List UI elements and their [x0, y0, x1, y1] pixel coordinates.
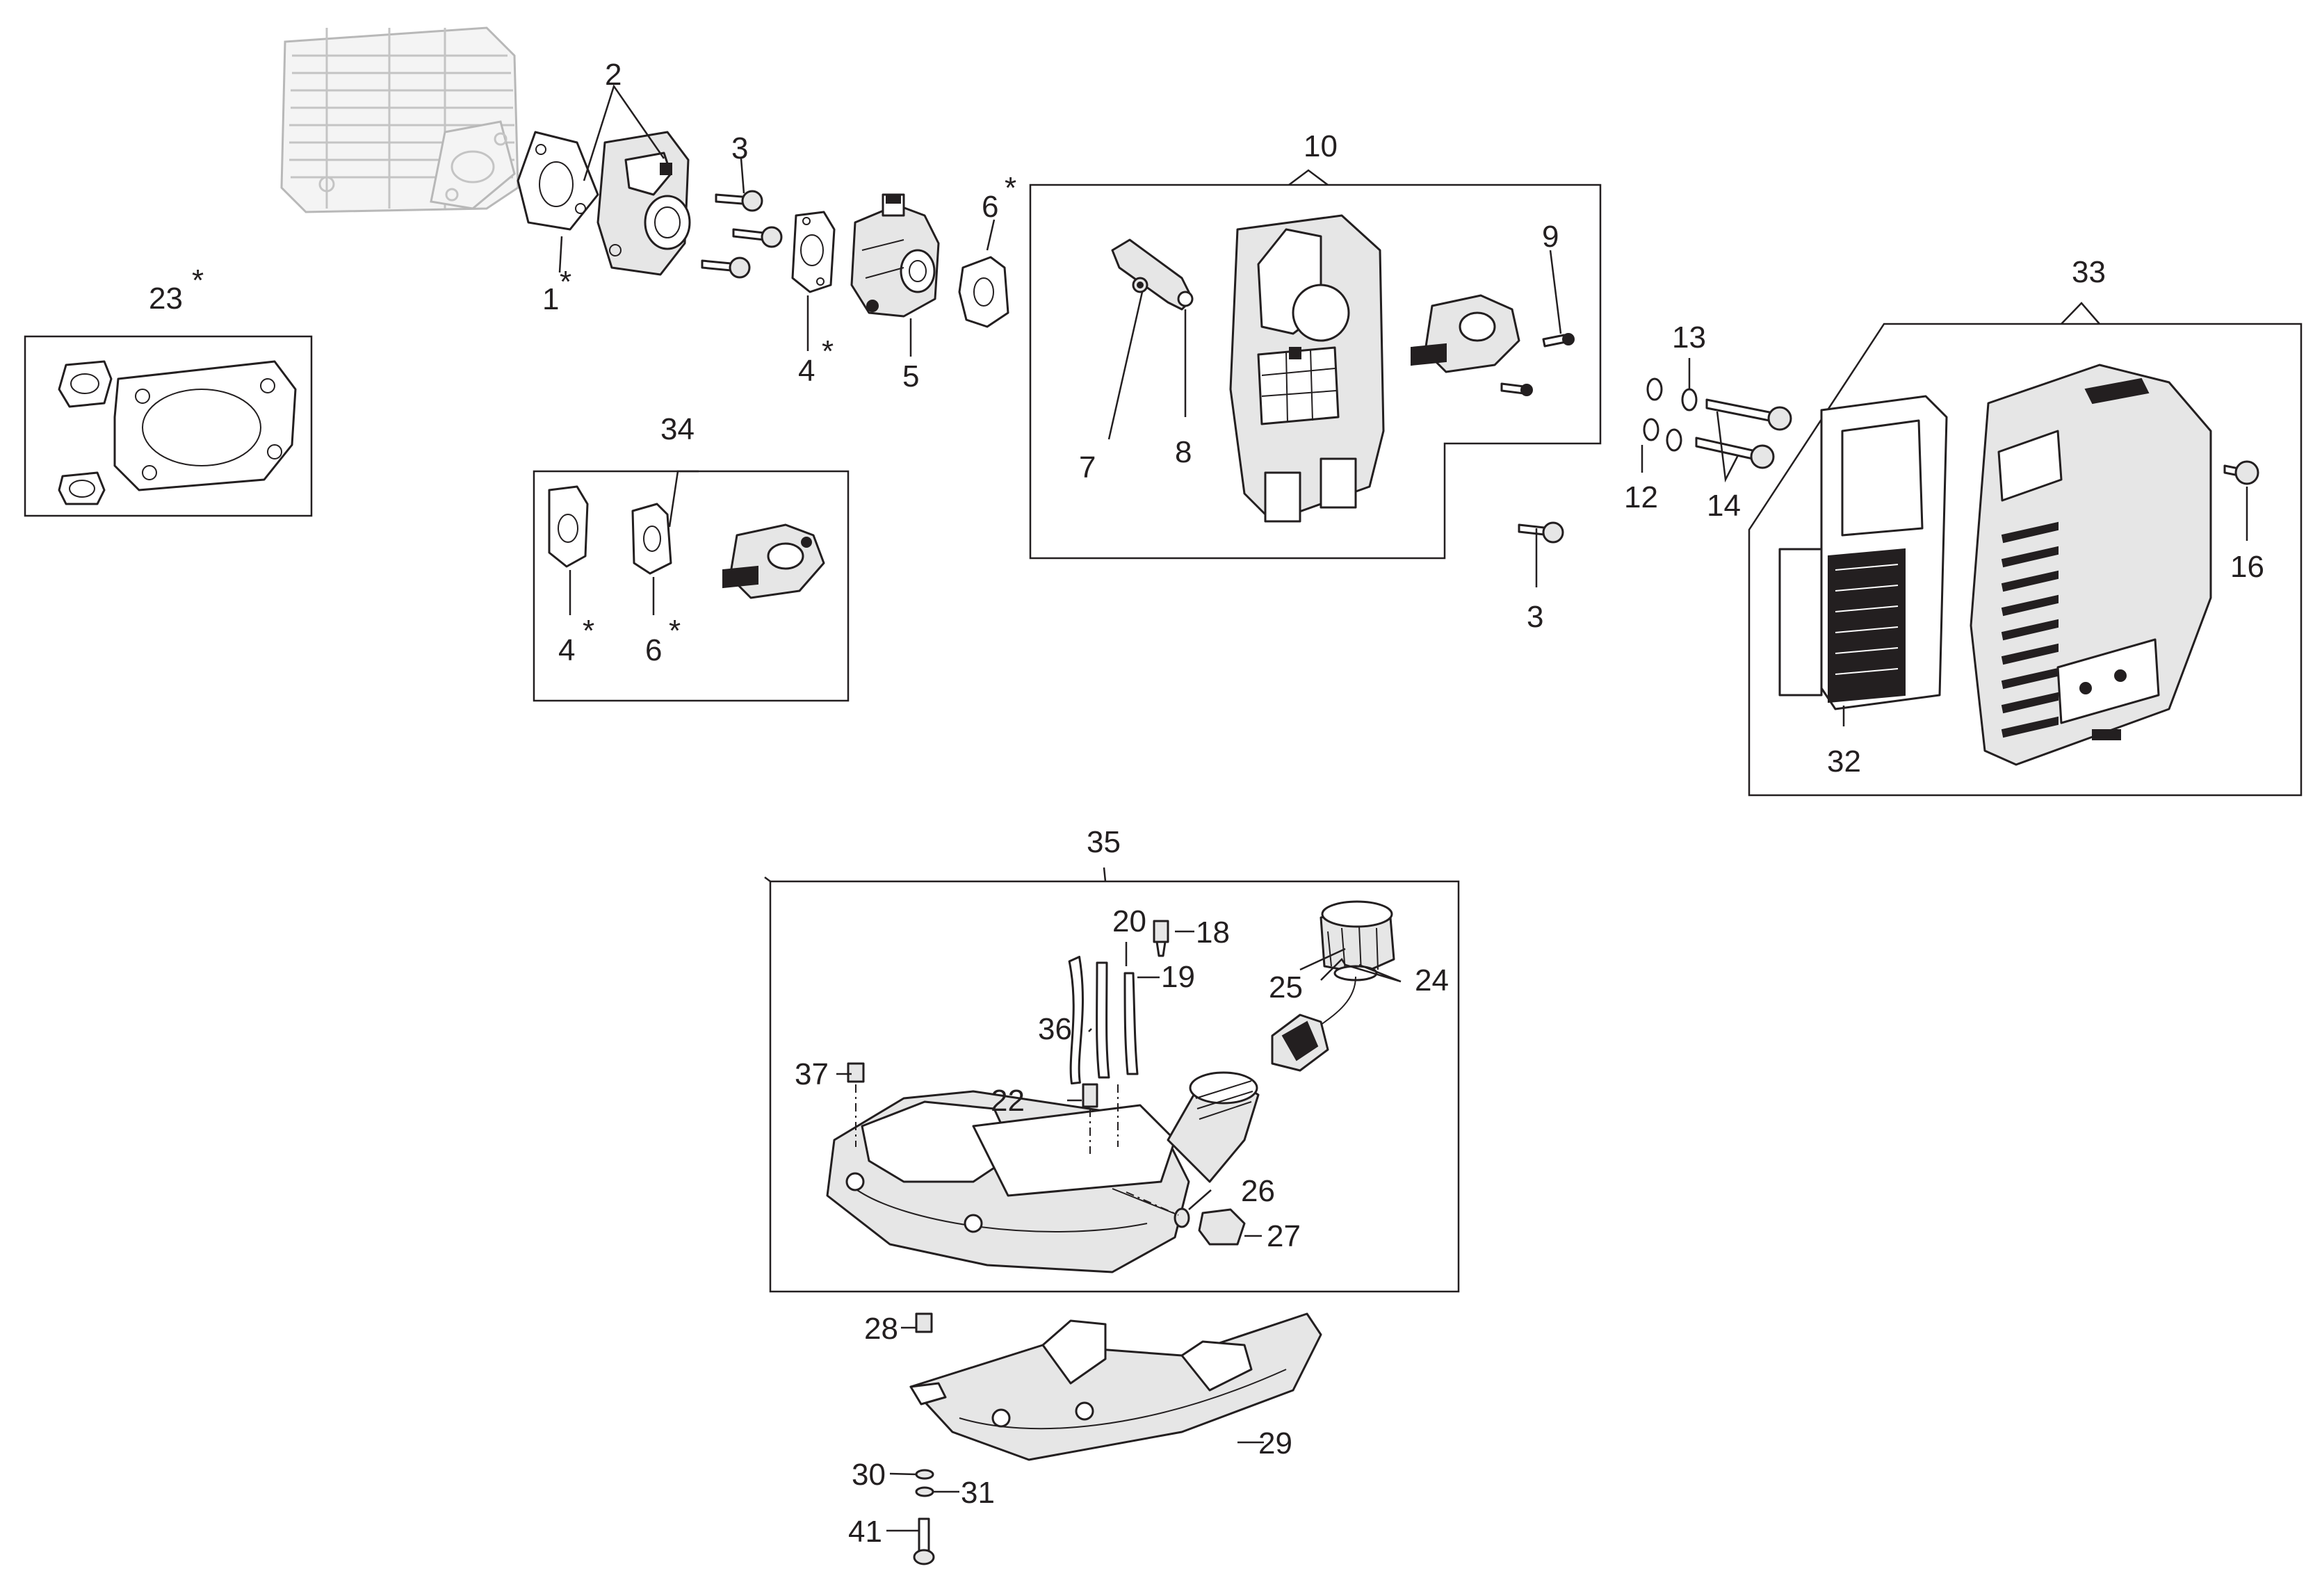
label-14: 14	[1707, 489, 1741, 523]
label-9: 9	[1542, 220, 1559, 254]
carb-gasket-part-4	[791, 211, 836, 293]
label-16: 16	[2230, 550, 2264, 584]
gasket-set-frame-23	[24, 335, 313, 517]
label-4-box-star: *	[583, 614, 594, 648]
label-6-top-star: *	[1005, 171, 1016, 205]
label-20: 20	[1112, 904, 1146, 938]
air-intake-adapter-part-10	[1411, 294, 1520, 373]
label-19: 19	[1161, 960, 1195, 994]
choke-lever-part-8	[1111, 238, 1194, 311]
gasket-set-part-23	[58, 360, 297, 505]
label-32: 32	[1827, 744, 1861, 779]
label-33: 33	[2072, 255, 2106, 289]
washers-part-12-13	[1643, 377, 1698, 452]
label-7: 7	[1079, 450, 1096, 484]
screw-part-7	[1132, 277, 1148, 293]
air-box-part-10	[1229, 214, 1385, 523]
air-filter-part-32	[1778, 395, 1948, 710]
screw-part-16	[2223, 460, 2259, 485]
intake-flange-part-2	[596, 131, 691, 276]
carb-screws-part-3	[701, 190, 783, 279]
tank-guard-part-29	[909, 1312, 1322, 1461]
label-26: 26	[1241, 1174, 1275, 1208]
label-13: 13	[1672, 320, 1706, 355]
part-number-labels: 1 * 2 3 4 * 5 6 * 7 8 9 10 3 12 13 14 16…	[149, 58, 2264, 1549]
label-1-star: *	[560, 265, 571, 299]
label-23-star: *	[192, 263, 204, 298]
fuel-tank-frame-35	[769, 880, 1460, 1293]
gasket-kit-part-34	[548, 485, 825, 599]
fuel-tank-part-35	[826, 1071, 1260, 1273]
label-12: 12	[1624, 480, 1658, 514]
label-27: 27	[1267, 1219, 1301, 1253]
label-5: 5	[902, 359, 919, 393]
label-36: 36	[1038, 1012, 1072, 1046]
intake-gasket-part-1	[517, 131, 599, 231]
label-8: 8	[1175, 435, 1192, 469]
label-1: 1	[542, 282, 559, 316]
screw-part-41	[913, 1517, 935, 1565]
spacer-part-28	[915, 1312, 933, 1333]
label-25: 25	[1269, 970, 1303, 1004]
air-filter-cover-part-33	[1970, 364, 2212, 766]
label-10: 10	[1304, 129, 1338, 163]
label-23: 23	[149, 282, 183, 316]
label-4-top-star: *	[822, 334, 834, 368]
label-6-box: 6	[645, 633, 662, 667]
grommet-part-26-27	[1174, 1207, 1246, 1246]
label-2: 2	[605, 58, 622, 92]
leader-lines	[558, 84, 2248, 1532]
screw-part-3-lower	[1518, 521, 1564, 544]
label-22: 22	[991, 1084, 1025, 1118]
screws-part-9	[1500, 333, 1575, 396]
air-filter-cover-frame-33	[1748, 323, 2303, 797]
label-3-top: 3	[731, 131, 748, 165]
label-34: 34	[660, 412, 695, 446]
label-24: 24	[1415, 963, 1449, 997]
fuel-hoses-part-19-20-36	[1068, 955, 1139, 1085]
label-4-box: 4	[558, 633, 575, 667]
label-3-lower: 3	[1527, 600, 1543, 634]
air-box-frame-10	[1029, 184, 1602, 560]
label-28: 28	[864, 1312, 898, 1346]
label-31: 31	[961, 1476, 995, 1510]
label-6-top: 6	[982, 190, 998, 224]
fittings-part-18-22-37	[847, 920, 1169, 1108]
label-35: 35	[1087, 825, 1121, 859]
washers-part-30-31	[915, 1469, 934, 1497]
carburetor-part-5	[850, 193, 940, 318]
label-6-box-star: *	[669, 614, 681, 648]
long-bolts-part-14	[1695, 398, 1792, 469]
fuel-filter-part-25	[1271, 1013, 1329, 1072]
label-41: 41	[848, 1515, 882, 1549]
label-18: 18	[1196, 915, 1230, 950]
carb-gasket-part-6	[958, 256, 1009, 328]
label-29: 29	[1258, 1426, 1292, 1460]
label-37: 37	[795, 1057, 829, 1091]
label-4-top: 4	[798, 354, 815, 388]
fuel-cap-part-24	[1306, 900, 1395, 1036]
engine-cylinder-ghost	[280, 26, 519, 213]
label-30: 30	[852, 1458, 886, 1492]
